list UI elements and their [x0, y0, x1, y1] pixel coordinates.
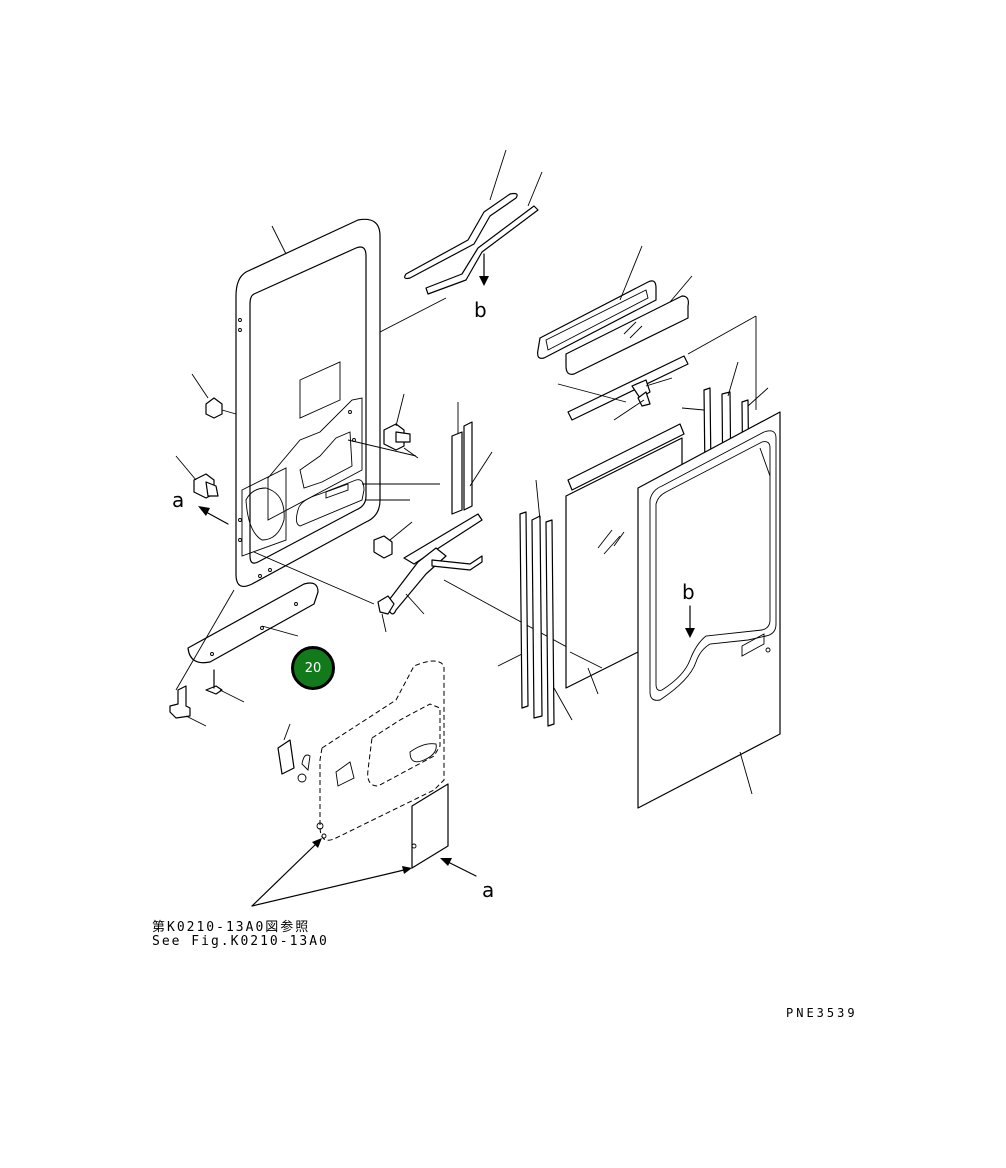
- arrow-label-b-right: b: [682, 580, 695, 604]
- part-callout-button[interactable]: 20: [291, 646, 335, 690]
- arrow-label-a-left: a: [172, 488, 185, 512]
- direction-arrows: [198, 253, 695, 907]
- door-trim-panel: [277, 660, 449, 869]
- part-callout-number: 20: [304, 660, 322, 676]
- glass-upper: [537, 245, 757, 421]
- upper-rails: [271, 149, 543, 333]
- arrow-label-a-bottom: a: [482, 878, 495, 902]
- reference-note-en: See Fig.K0210-13A0: [152, 934, 329, 949]
- reference-note-jp: 第K0210-13A0図参照: [152, 920, 311, 935]
- window-regulator: [347, 393, 599, 665]
- door-outer-panel: [637, 411, 781, 809]
- arrow-label-b-top: b: [474, 298, 487, 322]
- drawing-code: PNE3539: [786, 1006, 858, 1020]
- door-frame: [235, 218, 381, 587]
- left-fasteners: [169, 373, 375, 727]
